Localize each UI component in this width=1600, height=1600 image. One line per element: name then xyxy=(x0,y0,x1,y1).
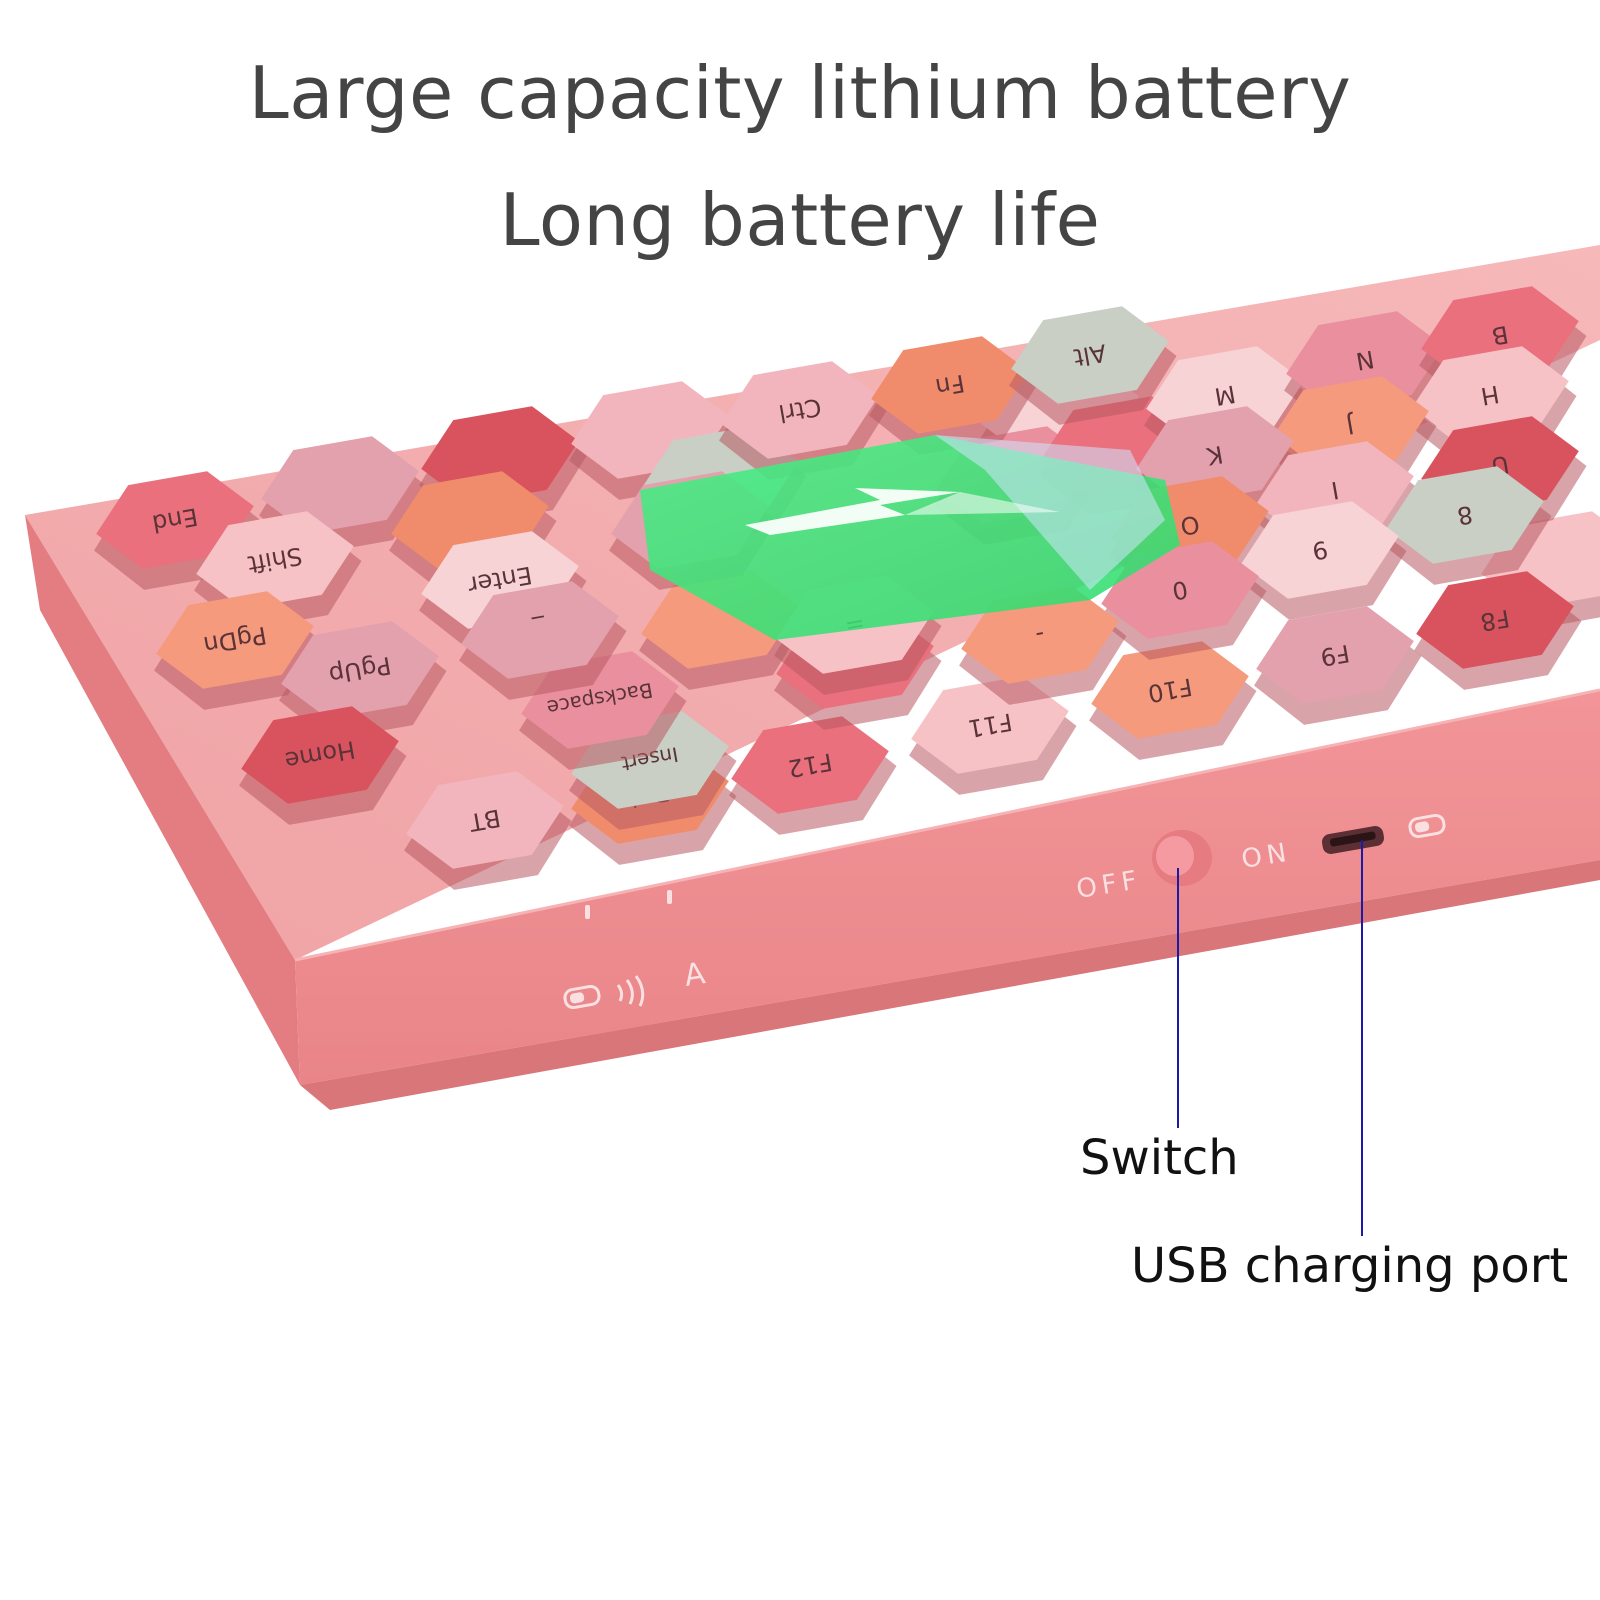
keycap-label: B xyxy=(1489,320,1510,350)
headline-line-1: Large capacity lithium battery xyxy=(248,51,1352,135)
keycap: F8 xyxy=(1414,571,1582,690)
battery-indicator-icon xyxy=(563,984,601,1010)
usb-charging-port[interactable] xyxy=(1321,825,1386,855)
keycap: BT xyxy=(404,771,572,890)
indicator-led xyxy=(585,905,590,919)
keycap-label: 0 xyxy=(1170,575,1190,605)
switch-callout-label: Switch xyxy=(1080,1130,1239,1186)
keycap-label: BT xyxy=(467,804,503,837)
lightning-icon xyxy=(745,488,960,535)
keycap: PgDn xyxy=(154,591,322,710)
keycap: _ xyxy=(459,581,627,700)
keycap-label: F8 xyxy=(1478,604,1511,637)
keycap: 9 xyxy=(1239,501,1407,620)
keycap: F12 xyxy=(729,716,897,835)
keycap: F9 xyxy=(1254,606,1422,725)
keycap: Fn xyxy=(869,336,1037,455)
keycap-label: H xyxy=(1479,380,1502,411)
headline-line-2: Long battery life xyxy=(499,178,1101,262)
keycap-label: K xyxy=(1204,440,1226,471)
keycap-label: N xyxy=(1354,345,1377,376)
keycap-label: Alt xyxy=(1072,338,1109,371)
keycap-label: I xyxy=(1329,476,1341,505)
indicator-led xyxy=(667,890,672,904)
keycap: F10 xyxy=(1089,641,1257,760)
keycap-label: _ xyxy=(531,615,550,645)
keycap: Alt xyxy=(1009,306,1177,425)
keycap-grid: EndShiftPgDnPgUpHomeBTDelInsertEnterBack… xyxy=(94,286,1600,890)
battery-icon xyxy=(1408,813,1446,839)
keycap-label: 8 xyxy=(1455,500,1475,530)
keycap: Home xyxy=(239,706,407,825)
keycap-label: 9 xyxy=(1310,535,1330,565)
keycap-label: F9 xyxy=(1318,639,1351,672)
usb-port-callout-label: USB charging port xyxy=(1131,1238,1569,1294)
keycap: 8 xyxy=(1384,466,1552,585)
keycap-label: O xyxy=(1178,510,1201,541)
keycap-label: Fn xyxy=(933,369,966,402)
battery-charge-overlay xyxy=(640,435,1180,640)
wireless-icon xyxy=(616,975,645,1007)
keycap-label: M xyxy=(1212,379,1237,410)
